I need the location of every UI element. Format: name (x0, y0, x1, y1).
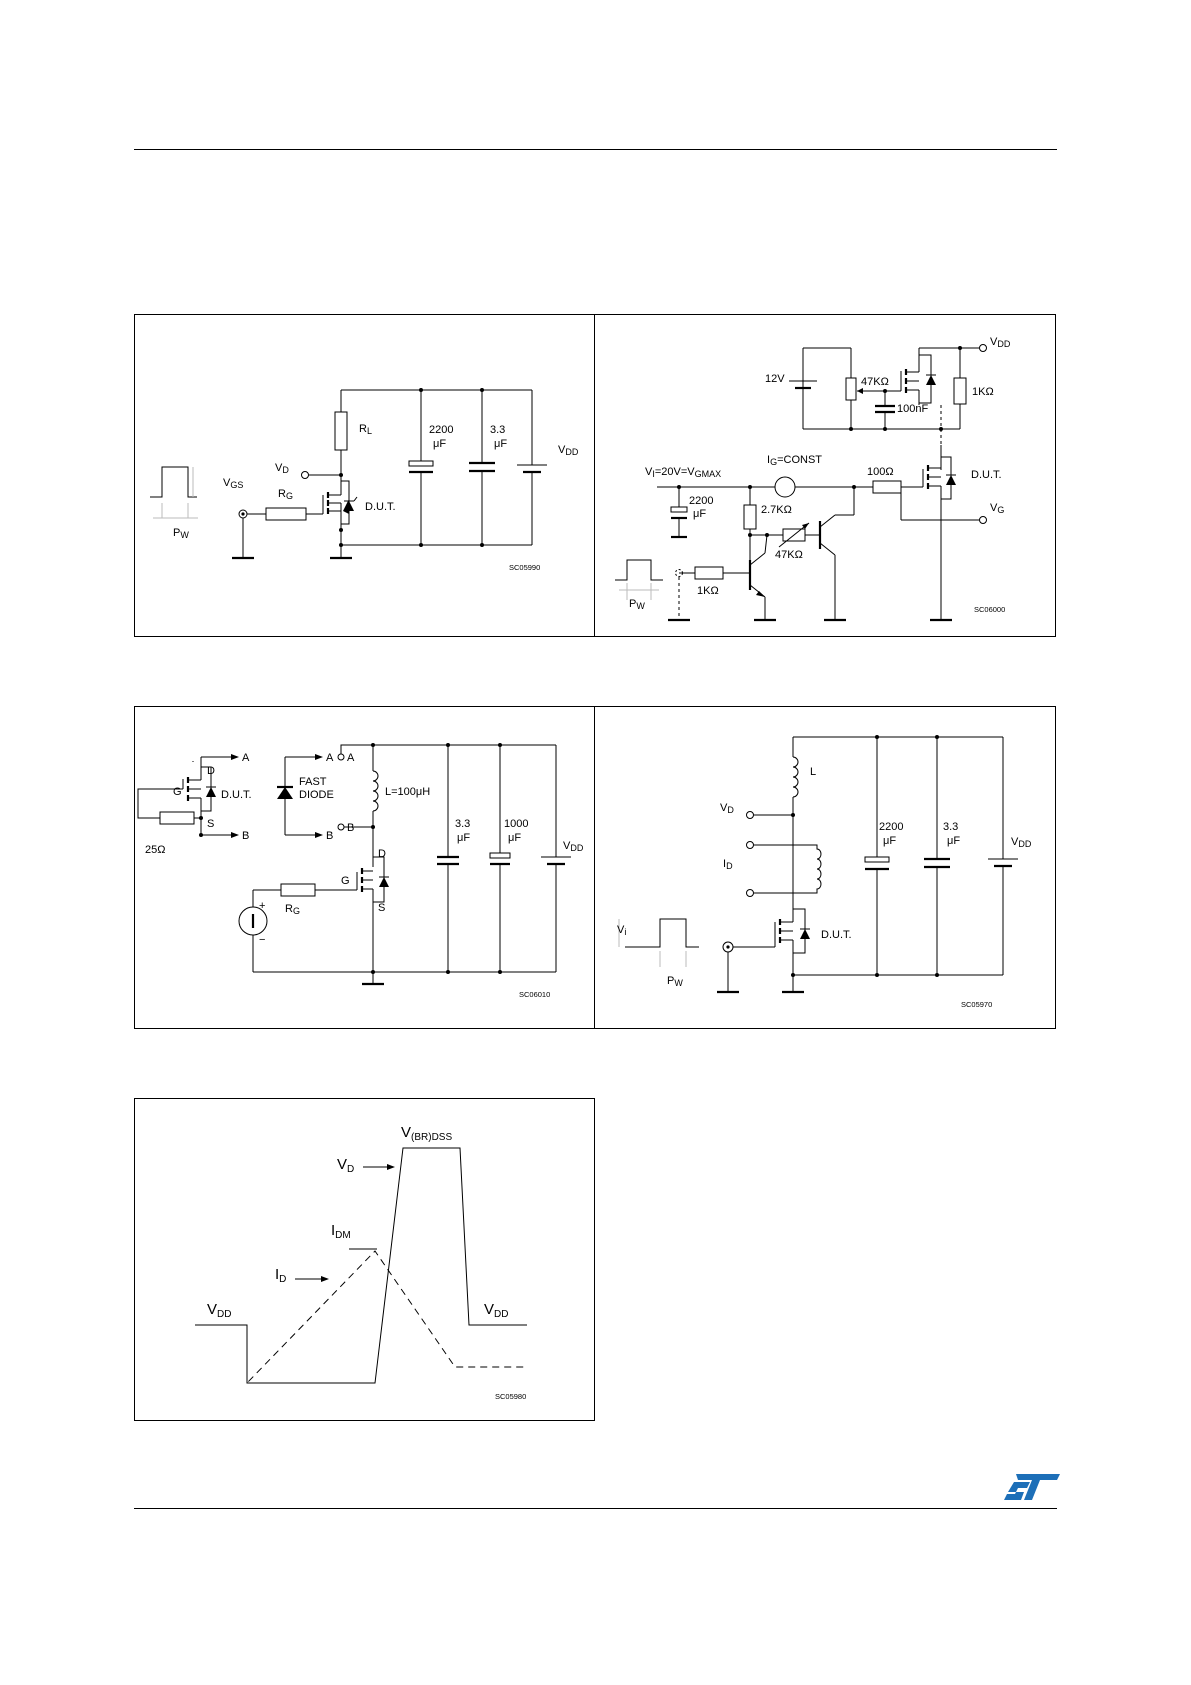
figure-unclamped-waveforms: V(BR)DSS VD IDM ID VDD VDD SC05980 (134, 1098, 595, 1421)
vbr-dss-label: V(BR)DSS (401, 1124, 452, 1143)
terminal-d2: D (378, 848, 386, 860)
c2-value: 3.3 (943, 821, 958, 833)
terminal-a1: A (242, 752, 250, 764)
rg-label: RG (285, 903, 300, 916)
dut-label: D.U.T. (971, 469, 1002, 481)
footer-rule (134, 1508, 1057, 1509)
ig-label: IG=CONST (767, 454, 822, 467)
c2-unit: μF (947, 835, 960, 847)
vi-label: Vi (617, 924, 626, 937)
r1k-right-label: 1KΩ (972, 386, 994, 398)
r47k-top-label: 47KΩ (861, 376, 889, 388)
inductor-label: L (810, 766, 816, 778)
c2200-value: 2200 (689, 495, 713, 507)
c1-value: 3.3 (455, 818, 470, 830)
figure-code: SC05970 (961, 1000, 992, 1009)
terminal-g2: G (341, 875, 350, 887)
vg-label: VG (990, 502, 1004, 515)
terminal-g1: G (173, 786, 182, 798)
minus-label: − (259, 934, 265, 946)
r25-label: 25Ω (145, 844, 165, 856)
r1k-in-label: 1KΩ (697, 585, 719, 597)
vd-label: VD (275, 462, 289, 475)
c2-unit: μF (508, 832, 521, 844)
figure-inductive-load-test: A B D S G D.U.T. 25Ω A B FAST DIODE A B … (134, 706, 595, 1029)
vdd-left-label: VDD (207, 1301, 231, 1320)
dut-label: D.U.T. (221, 789, 252, 801)
st-logo (1004, 1474, 1060, 1500)
figure-code: SC06000 (974, 605, 1005, 614)
dut-label: D.U.T. (365, 501, 396, 513)
terminal-d1: D (207, 765, 215, 777)
terminal-b2: B (326, 830, 333, 842)
c1-unit: μF (457, 832, 470, 844)
c1-unit: μF (433, 438, 446, 450)
terminal-b1: B (242, 830, 249, 842)
fast-label: FAST (299, 776, 327, 788)
vdd-label: VDD (558, 444, 579, 457)
r27k-label: 2.7KΩ (761, 504, 792, 516)
pw-label: PW (173, 527, 189, 540)
vdd-right-label: VDD (484, 1301, 508, 1320)
vdd-label: VDD (990, 336, 1011, 349)
rg-label: RG (278, 488, 293, 501)
r100-label: 100Ω (867, 466, 894, 478)
vd-waveform (195, 1147, 527, 1384)
c2-value: 1000 (504, 818, 528, 830)
terminal-b3: B (347, 822, 354, 834)
mosfet-dut (322, 475, 358, 530)
figure-code: SC06010 (519, 990, 550, 999)
figure-unclamped-inductive-test: L VD ID D.U.T. Vi PW 2200 μF 3.3 (594, 706, 1056, 1029)
figure-code: SC05980 (495, 1392, 526, 1401)
terminal-s2: S (378, 902, 385, 914)
vd-label: VD (337, 1156, 354, 1175)
rl-label: RL (359, 423, 372, 436)
inductor-label: L=100μH (385, 786, 430, 798)
idm-label: IDM (331, 1222, 351, 1241)
terminal-s1: S (207, 818, 214, 830)
pw-label: PW (667, 975, 683, 988)
figure-gate-charge-test: 12V 47KΩ 100nF VDD 1KΩ D.U.T. (594, 314, 1056, 637)
c2-value: 3.3 (490, 424, 505, 436)
vdd-label: VDD (1011, 836, 1032, 849)
vi-label: VI=20V=VGMAX (645, 466, 721, 479)
id-label: ID (275, 1266, 286, 1285)
dut-label: D.U.T. (821, 929, 852, 941)
diode-label: DIODE (299, 789, 334, 801)
vgs-label: VGS (223, 477, 243, 490)
c1-unit: μF (883, 835, 896, 847)
id-label: ID (723, 858, 733, 871)
c100nf-label: 100nF (897, 403, 928, 415)
c2200-unit: μF (693, 508, 706, 520)
r47k-mid-label: 47KΩ (775, 549, 803, 561)
c1-value: 2200 (879, 821, 903, 833)
terminal-a2: A (326, 752, 334, 764)
vd-label: VD (720, 802, 734, 815)
header-rule (134, 149, 1057, 150)
pw-label: PW (629, 598, 645, 611)
plus-label: + (259, 900, 265, 912)
vdd-label: VDD (563, 840, 584, 853)
figure-code: SC05990 (509, 563, 540, 572)
figure-resistive-load-switching: VGS PW RG D.U.T. VD RL (134, 314, 595, 637)
terminal-a3: A (347, 752, 355, 764)
id-waveform (246, 1250, 527, 1385)
v12-label: 12V (765, 373, 785, 385)
c1-value: 2200 (429, 424, 453, 436)
c2-unit: μF (494, 438, 507, 450)
